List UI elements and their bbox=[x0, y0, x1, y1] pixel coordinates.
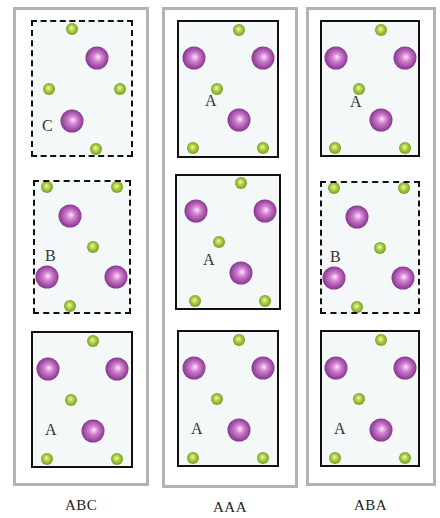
stacking-caption: AAA bbox=[213, 500, 247, 515]
layer-letter: A bbox=[45, 422, 57, 438]
layer-letter: A bbox=[205, 93, 217, 109]
unit-cell-box: A bbox=[175, 174, 281, 310]
unit-cell-box: B bbox=[33, 180, 131, 314]
layer-letter: C bbox=[42, 118, 53, 134]
unit-cell-box: A bbox=[320, 20, 420, 157]
unit-cell-box: A bbox=[320, 330, 420, 467]
layer-letter: B bbox=[330, 249, 341, 265]
layer-letter: A bbox=[350, 94, 362, 110]
unit-cell-box: A bbox=[177, 330, 279, 467]
stacking-caption: ABC bbox=[65, 498, 97, 513]
stacking-column: ABCCBA bbox=[13, 7, 149, 486]
unit-cell-box: A bbox=[31, 331, 133, 468]
unit-cell-box: B bbox=[320, 181, 420, 314]
unit-cell-box: C bbox=[31, 20, 133, 157]
layer-letter: A bbox=[334, 421, 346, 437]
stacking-column: AAAAAA bbox=[162, 7, 298, 488]
layer-letter: B bbox=[45, 248, 56, 264]
unit-cell-box: A bbox=[177, 20, 279, 158]
stacking-column: ABAABA bbox=[306, 7, 436, 486]
layer-letter: A bbox=[191, 421, 203, 437]
layer-letter: A bbox=[203, 252, 215, 268]
stacking-caption: ABA bbox=[354, 498, 387, 513]
